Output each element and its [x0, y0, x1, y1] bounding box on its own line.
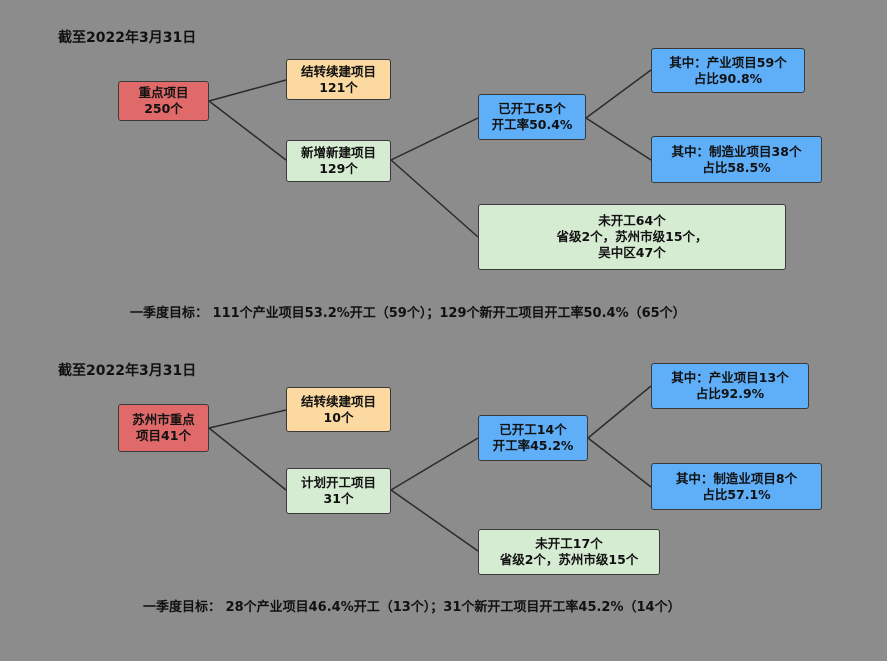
node-title: 结转续建项目 — [300, 393, 376, 409]
node-value: 占比57.1% — [702, 486, 771, 502]
node-title: 未开工64个 — [598, 213, 666, 228]
section1-quarter-target: 一季度目标： 111个产业项目53.2%开工（59个）；129个新开工项目开工率… — [130, 306, 686, 321]
node-value: 占比90.8% — [693, 70, 763, 86]
section2-new-node: 计划开工项目 31个 — [286, 468, 391, 514]
section1-new-node: 新增新建项目 129个 — [286, 140, 391, 182]
node-value: 项目41个 — [136, 428, 191, 443]
section1-root-node: 重点项目 250个 — [118, 81, 209, 121]
node-title: 结转续建项目 — [300, 63, 376, 79]
node-title: 未开工17个 — [535, 536, 603, 551]
section2-carryover-node: 结转续建项目 10个 — [286, 387, 391, 432]
node-title: 重点项目 — [138, 85, 189, 100]
node-value: 250个 — [144, 101, 183, 116]
node-detail: 省级2个，苏州市级15个 — [499, 552, 639, 567]
node-title: 已开工14个 — [499, 422, 567, 437]
node-title: 计划开工项目 — [300, 475, 376, 490]
node-title: 其中：制造业项目38个 — [671, 143, 802, 159]
section1-started-node: 已开工65个 开工率50.4% — [478, 94, 586, 140]
section2-root-node: 苏州市重点 项目41个 — [118, 404, 209, 452]
section2-not-started-node: 未开工17个 省级2个，苏州市级15个 — [478, 529, 660, 575]
node-value: 129个 — [319, 161, 358, 176]
node-detail: 吴中区47个 — [598, 245, 666, 260]
node-title: 已开工65个 — [498, 101, 566, 116]
section1-date-heading: 截至2022年3月31日 — [58, 30, 197, 46]
node-title: 其中：产业项目59个 — [669, 54, 787, 70]
section1-carryover-node: 结转续建项目 121个 — [286, 59, 391, 100]
node-value: 31个 — [323, 491, 354, 506]
node-title: 苏州市重点 — [132, 412, 195, 427]
node-value: 开工率45.2% — [492, 438, 574, 453]
section1-manufacturing-node: 其中：制造业项目38个 占比58.5% — [651, 136, 822, 183]
section1-industry-node: 其中：产业项目59个 占比90.8% — [651, 48, 805, 93]
section2-started-node: 已开工14个 开工率45.2% — [478, 415, 588, 461]
node-value: 121个 — [319, 79, 358, 95]
section2-quarter-target: 一季度目标： 28个产业项目46.4%开工（13个）；31个新开工项目开工率45… — [143, 600, 681, 615]
node-title: 其中：制造业项目8个 — [675, 470, 798, 486]
section2-manufacturing-node: 其中：制造业项目8个 占比57.1% — [651, 463, 822, 510]
section2-date-heading: 截至2022年3月31日 — [58, 363, 197, 379]
node-value: 占比58.5% — [702, 159, 771, 175]
node-title: 其中：产业项目13个 — [671, 370, 789, 385]
node-value: 10个 — [323, 409, 354, 425]
node-value: 占比92.9% — [695, 386, 765, 401]
node-detail: 省级2个，苏州市级15个， — [556, 229, 708, 244]
node-title: 新增新建项目 — [300, 145, 376, 160]
section1-not-started-node: 未开工64个 省级2个，苏州市级15个， 吴中区47个 — [478, 204, 786, 270]
node-value: 开工率50.4% — [491, 117, 573, 132]
section2-industry-node: 其中：产业项目13个 占比92.9% — [651, 363, 809, 409]
